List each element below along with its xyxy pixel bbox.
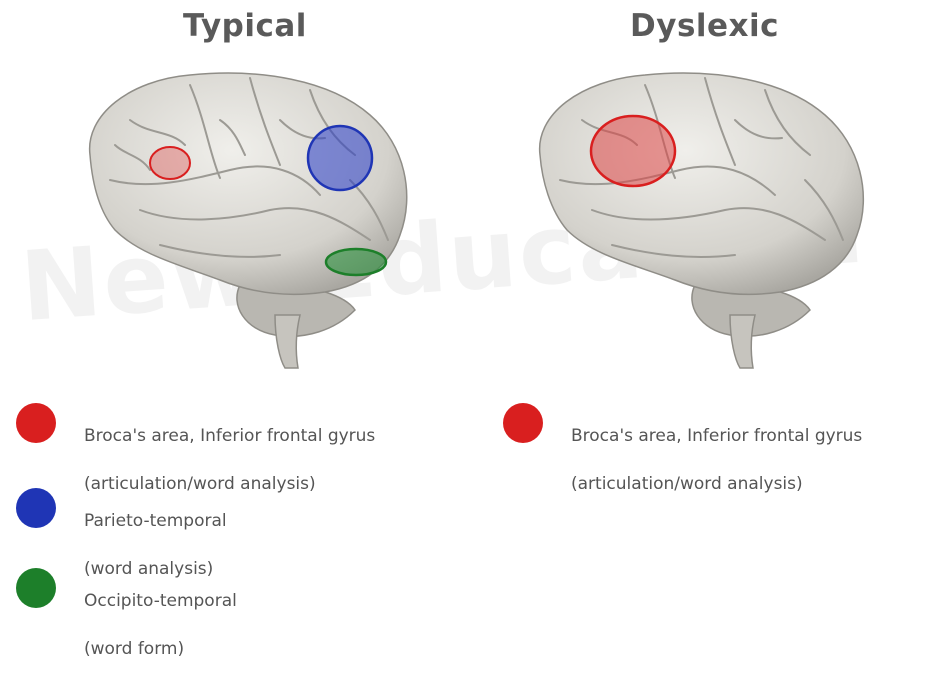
legend-item-occipito-temporal: Occipito-temporal (word form) xyxy=(16,565,237,685)
legend-line-1: Parieto-temporal xyxy=(84,509,227,533)
brain-dyslexic-illustration xyxy=(520,60,890,370)
red-dot-icon xyxy=(503,403,543,443)
legend-label: Broca's area, Inferior frontal gyrus (ar… xyxy=(571,400,862,520)
occipito-temporal-region-marker xyxy=(326,249,386,275)
legend-line-1: Broca's area, Inferior frontal gyrus xyxy=(84,424,375,448)
legend-item-broca-dyslexic: Broca's area, Inferior frontal gyrus (ar… xyxy=(503,400,862,520)
blue-dot-icon xyxy=(16,488,56,528)
red-dot-icon xyxy=(16,403,56,443)
brain-typical-illustration xyxy=(70,60,430,370)
broca-region-marker xyxy=(150,147,190,179)
panel-title-dyslexic: Dyslexic xyxy=(630,8,779,44)
legend-line-1: Broca's area, Inferior frontal gyrus xyxy=(571,424,862,448)
panel-title-typical: Typical xyxy=(183,8,307,44)
legend-line-1: Occipito-temporal xyxy=(84,589,237,613)
legend-line-2: (word form) xyxy=(84,637,237,661)
parieto-temporal-region-marker xyxy=(308,126,372,190)
broca-region-marker-enlarged xyxy=(591,116,675,186)
green-dot-icon xyxy=(16,568,56,608)
legend-label: Occipito-temporal (word form) xyxy=(84,565,237,685)
legend-line-2: (articulation/word analysis) xyxy=(571,472,862,496)
